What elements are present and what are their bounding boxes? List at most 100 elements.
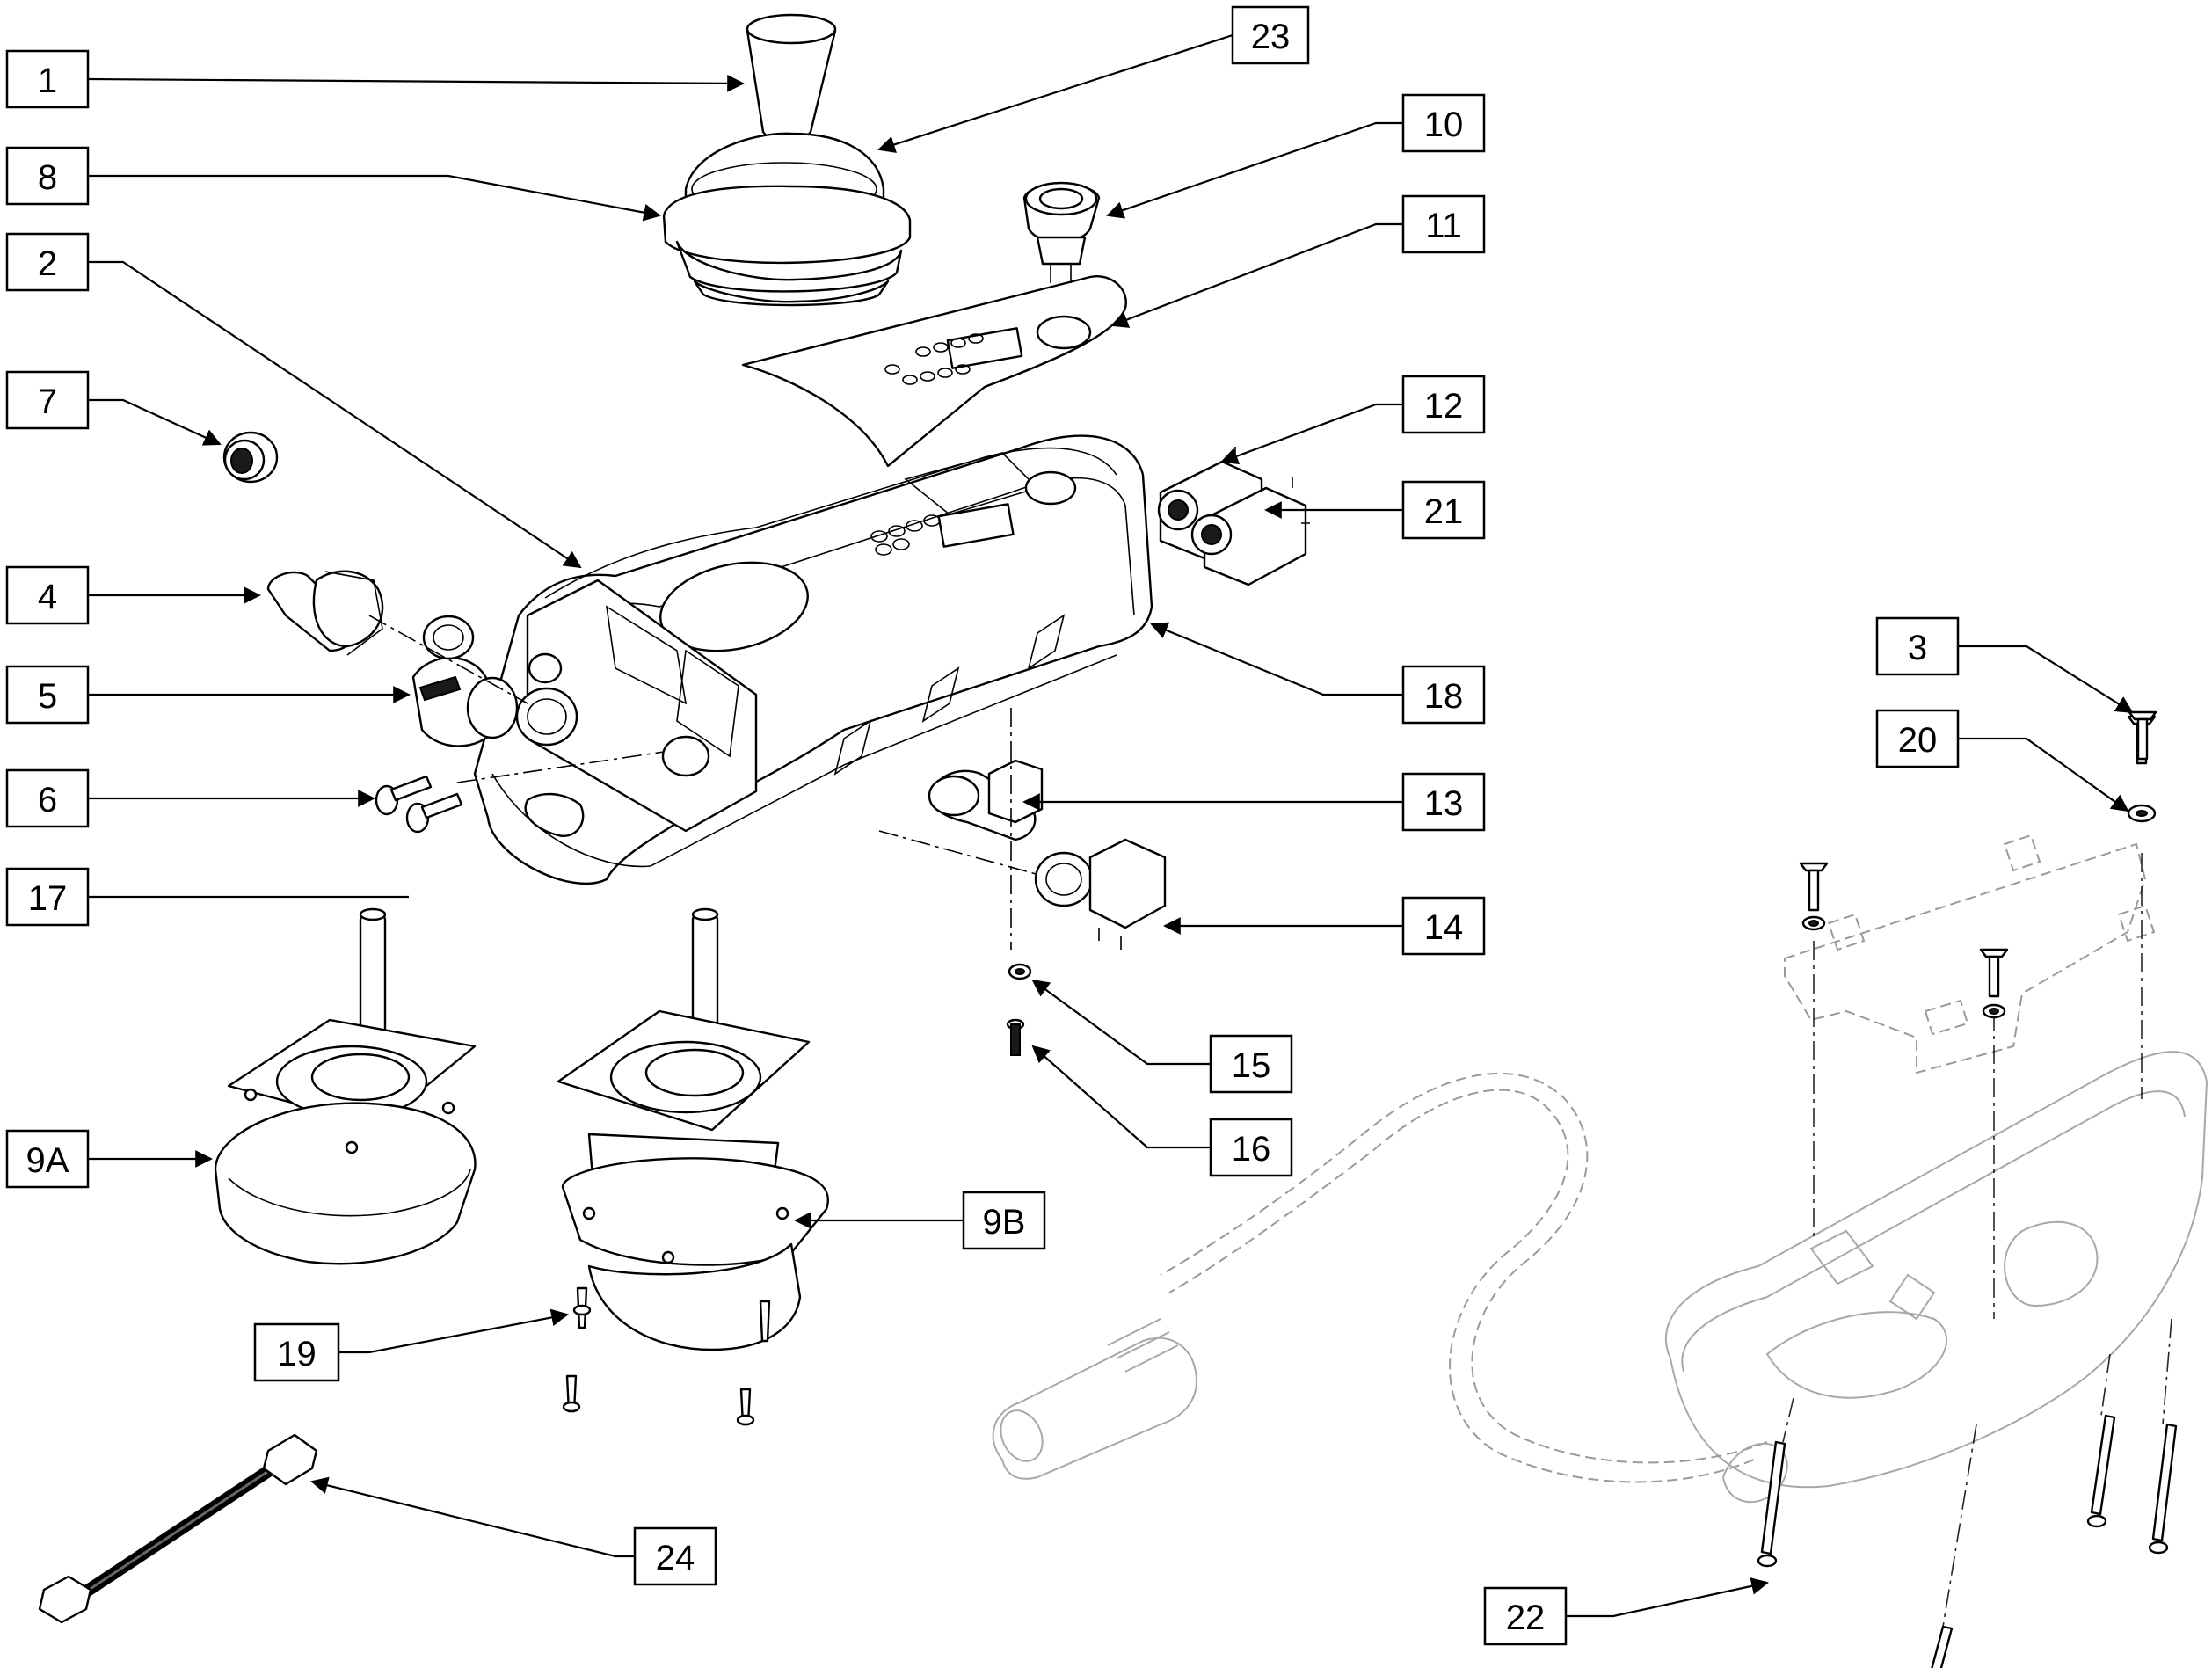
ribbon-cable — [38, 1433, 318, 1624]
callout-box-frame — [1483, 1586, 1568, 1646]
callout-label: 10 — [1424, 106, 1464, 144]
callout-1: 1 — [5, 49, 90, 109]
callout-13: 13 — [1401, 772, 1486, 832]
callout-box-frame — [5, 232, 90, 292]
leader-7 — [88, 398, 222, 446]
housing-screws — [1757, 715, 2178, 1668]
callout-label: 9B — [983, 1203, 1026, 1242]
leader-10 — [1106, 121, 1403, 219]
callout-box-frame — [5, 867, 90, 927]
callout-2: 2 — [5, 232, 90, 292]
callout-box-frame — [1401, 375, 1486, 434]
leader-3 — [1958, 645, 2134, 714]
callout-7: 7 — [5, 370, 90, 430]
callout-8: 8 — [5, 146, 90, 206]
callout-21: 21 — [1401, 480, 1486, 540]
callout-label: 24 — [656, 1539, 695, 1577]
leader-11 — [1110, 222, 1403, 328]
screw-3-washer-20 — [2127, 710, 2157, 823]
front-bezel-rings — [368, 615, 665, 783]
callout-label: 8 — [38, 158, 57, 197]
callout-box-frame — [1401, 194, 1486, 254]
grommet — [222, 431, 279, 484]
callout-12: 12 — [1401, 375, 1486, 434]
callout-3: 3 — [1875, 616, 1960, 676]
callout-box-frame — [1209, 1118, 1293, 1177]
callout-label: 17 — [28, 879, 68, 918]
leader-22 — [1566, 1577, 1769, 1618]
callout-box-frame — [1401, 93, 1486, 153]
screws-6 — [375, 775, 463, 834]
callout-label: 14 — [1424, 908, 1464, 947]
toggle-switch — [266, 570, 384, 656]
overlay-label — [741, 275, 1127, 468]
leader-16 — [1031, 1045, 1211, 1149]
callout-label: 18 — [1424, 677, 1464, 716]
joystick-boot — [662, 132, 912, 307]
callout-box-frame — [5, 768, 90, 828]
callout-box-frame — [1401, 896, 1486, 956]
callout-label: 5 — [38, 677, 57, 716]
leader-1 — [87, 74, 745, 92]
callout-label: 23 — [1251, 18, 1291, 56]
callout-box-frame — [1401, 772, 1486, 832]
usb-port — [1034, 838, 1167, 950]
callout-box-frame — [5, 665, 90, 725]
leader-23 — [877, 33, 1233, 153]
callout-10: 10 — [1401, 93, 1486, 153]
callout-label: 19 — [277, 1335, 317, 1373]
leader-2 — [88, 260, 582, 569]
gimbal-9B — [557, 907, 829, 1351]
leader-20 — [1958, 737, 2129, 812]
leader-15 — [1031, 979, 1211, 1066]
leader-18 — [1150, 622, 1403, 696]
callout-box-frame — [253, 1322, 340, 1382]
callout-box-frame — [962, 1191, 1046, 1250]
callout-20: 20 — [1875, 709, 1960, 768]
callout-layer — [87, 33, 2134, 1618]
callout-box-frame — [1401, 665, 1486, 725]
callout-label: 6 — [38, 781, 57, 819]
callout-label: 20 — [1898, 721, 1938, 760]
rocker-switches — [1157, 447, 1310, 586]
callout-label: 1 — [38, 62, 57, 100]
callout-label: 21 — [1424, 492, 1464, 531]
gimbal-9A — [214, 907, 477, 1265]
callout-box-frame — [5, 146, 90, 206]
callout-4: 4 — [5, 565, 90, 625]
callout-9A: 9A — [5, 1129, 90, 1189]
screws-19 — [562, 1286, 771, 1426]
callout-box-frame — [5, 1129, 90, 1189]
callout-box-frame — [1209, 1034, 1293, 1094]
callout-label: 12 — [1424, 387, 1464, 426]
leader-12 — [1220, 403, 1403, 465]
callout-label: 2 — [38, 244, 57, 283]
callout-box-frame — [1875, 709, 1960, 768]
callout-box-frame — [1231, 5, 1310, 65]
callout-6: 6 — [5, 768, 90, 828]
callout-11: 11 — [1401, 194, 1486, 254]
callout-15: 15 — [1209, 1034, 1293, 1094]
callout-24: 24 — [633, 1526, 717, 1586]
callout-label: 22 — [1506, 1599, 1546, 1637]
callout-label: 7 — [38, 382, 57, 421]
leader-19 — [338, 1308, 569, 1354]
callout-label: 4 — [38, 578, 57, 616]
callout-label: 16 — [1232, 1130, 1271, 1169]
leader-24 — [310, 1476, 635, 1558]
callout-5: 5 — [5, 665, 90, 725]
key-switch — [411, 656, 519, 747]
callout-22: 22 — [1483, 1586, 1568, 1646]
main-housing — [473, 434, 1153, 885]
charger-socket — [878, 708, 1056, 950]
callout-box-frame — [1401, 480, 1486, 540]
callout-9B: 9B — [962, 1191, 1046, 1250]
callout-label: 11 — [1425, 207, 1462, 245]
callout-box-frame — [1875, 616, 1960, 676]
joystick-knob — [746, 13, 837, 143]
callout-box-frame — [633, 1526, 717, 1586]
rear-housing-ghost — [992, 834, 2208, 1628]
callout-16: 16 — [1209, 1118, 1293, 1177]
callout-box-frame — [5, 49, 90, 109]
washer-and-screw — [1006, 963, 1032, 1056]
